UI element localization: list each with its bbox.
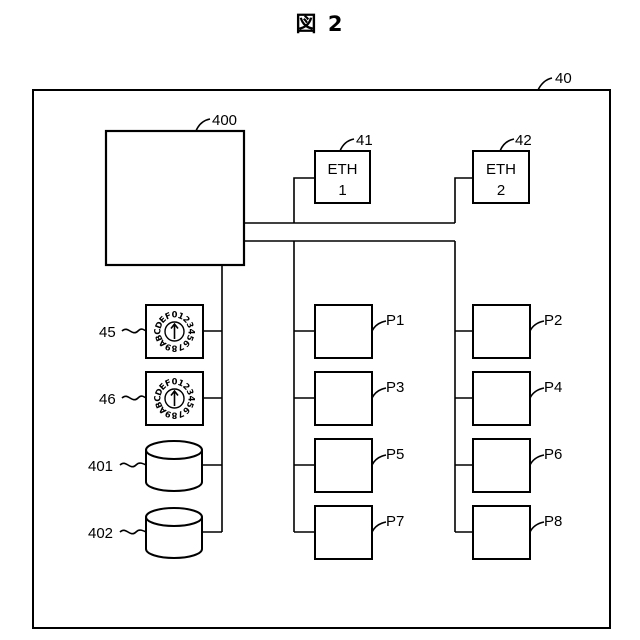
port-box-p6: [473, 439, 530, 492]
eth1-connector: [294, 178, 315, 223]
p8-leader: [530, 522, 544, 532]
port-box-p7: [315, 506, 372, 559]
controller-box: [106, 131, 244, 265]
switch45-leader: [122, 329, 146, 333]
device-ref: 40: [555, 70, 572, 87]
port-label-p2: P2: [544, 312, 562, 329]
storage-402-top: [146, 508, 202, 526]
eth2-ref: 42: [515, 132, 532, 149]
eth2-label-line2: 2: [497, 182, 505, 199]
port-box-p3: [315, 372, 372, 425]
eth1-label-line2: 1: [338, 182, 346, 199]
rotary-switch-45-arrow-icon: [171, 324, 178, 339]
p1-leader: [372, 321, 386, 331]
eth1-label-line1: ETH: [328, 161, 358, 178]
eth1-ref: 41: [356, 132, 373, 149]
port-label-p8: P8: [544, 513, 562, 530]
controller-leader-line: [196, 119, 210, 131]
p6-leader: [530, 455, 544, 465]
p2-leader: [530, 321, 544, 331]
switch-45-ref: 45: [99, 324, 116, 341]
port-box-p4: [473, 372, 530, 425]
storage401-leader: [120, 463, 146, 467]
switch46-leader: [122, 396, 146, 400]
eth1-leader-line: [340, 139, 354, 151]
port-label-p4: P4: [544, 379, 562, 396]
p5-leader: [372, 455, 386, 465]
port-box-p5: [315, 439, 372, 492]
p7-leader: [372, 522, 386, 532]
storage-401-top: [146, 441, 202, 459]
eth2-leader-line: [500, 139, 514, 151]
p4-leader: [530, 388, 544, 398]
storage-402-ref: 402: [88, 525, 113, 542]
port-label-p5: P5: [386, 446, 404, 463]
storage402-leader: [120, 530, 146, 534]
port-box-p1: [315, 305, 372, 358]
port-label-p6: P6: [544, 446, 562, 463]
port-box-p8: [473, 506, 530, 559]
port-box-p2: [473, 305, 530, 358]
rotary-switch-46-arrow-icon: [171, 391, 178, 406]
device-leader-line: [538, 78, 552, 90]
switch-46-ref: 46: [99, 391, 116, 408]
port-label-p3: P3: [386, 379, 404, 396]
port-label-p1: P1: [386, 312, 404, 329]
port-label-p7: P7: [386, 513, 404, 530]
eth2-label-line1: ETH: [486, 161, 516, 178]
controller-ref: 400: [212, 112, 237, 129]
eth2-connector: [455, 178, 473, 223]
storage-401-ref: 401: [88, 458, 113, 475]
p3-leader: [372, 388, 386, 398]
